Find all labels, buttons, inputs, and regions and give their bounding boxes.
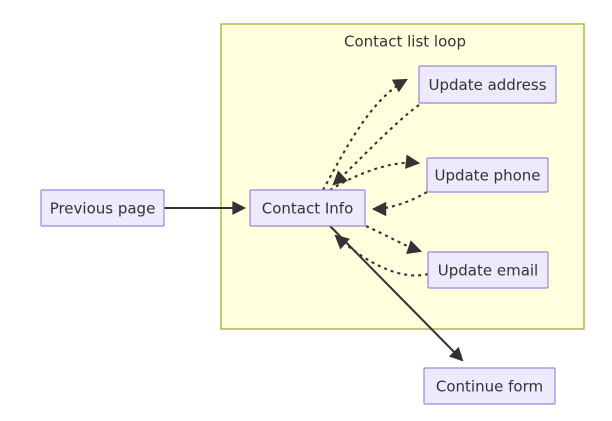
node-contact-info[interactable]: Contact Info xyxy=(249,189,366,227)
edge-contact-info-to-update-address xyxy=(322,78,408,191)
node-label-contact-info: Contact Info xyxy=(262,200,354,218)
node-label-update-email: Update email xyxy=(438,262,538,280)
node-update-phone[interactable]: Update phone xyxy=(426,157,549,193)
edge-contact-info-to-continue-form xyxy=(329,225,464,362)
node-layer: Previous page Contact Info Update addressU… xyxy=(40,65,557,405)
node-continue-form[interactable]: Continue form xyxy=(423,367,556,405)
node-label-update-phone: Update phone xyxy=(434,167,540,185)
node-label-continue-form: Continue form xyxy=(436,378,543,396)
node-update-address[interactable]: Update address xyxy=(418,65,557,104)
node-box-previous-page[interactable] xyxy=(40,189,165,227)
node-label-update-address: Update address xyxy=(428,76,546,94)
edge-update-email-to-contact-info xyxy=(334,234,429,277)
node-label-previous-page: Previous page xyxy=(50,200,156,218)
node-update-email[interactable]: Update email xyxy=(427,251,549,289)
cluster-label-contact-list-loop: Contact list loop xyxy=(344,33,466,51)
edge-contact-info-to-update-phone xyxy=(329,154,421,191)
node-box-contact-info[interactable] xyxy=(249,189,366,227)
node-box-update-email[interactable] xyxy=(427,251,549,289)
node-box-continue-form[interactable] xyxy=(423,367,556,405)
edge-layer xyxy=(164,78,464,362)
node-box-update-phone[interactable] xyxy=(426,157,549,193)
node-previous-page[interactable]: Previous page xyxy=(40,189,165,227)
node-box-update-address[interactable] xyxy=(418,65,557,104)
